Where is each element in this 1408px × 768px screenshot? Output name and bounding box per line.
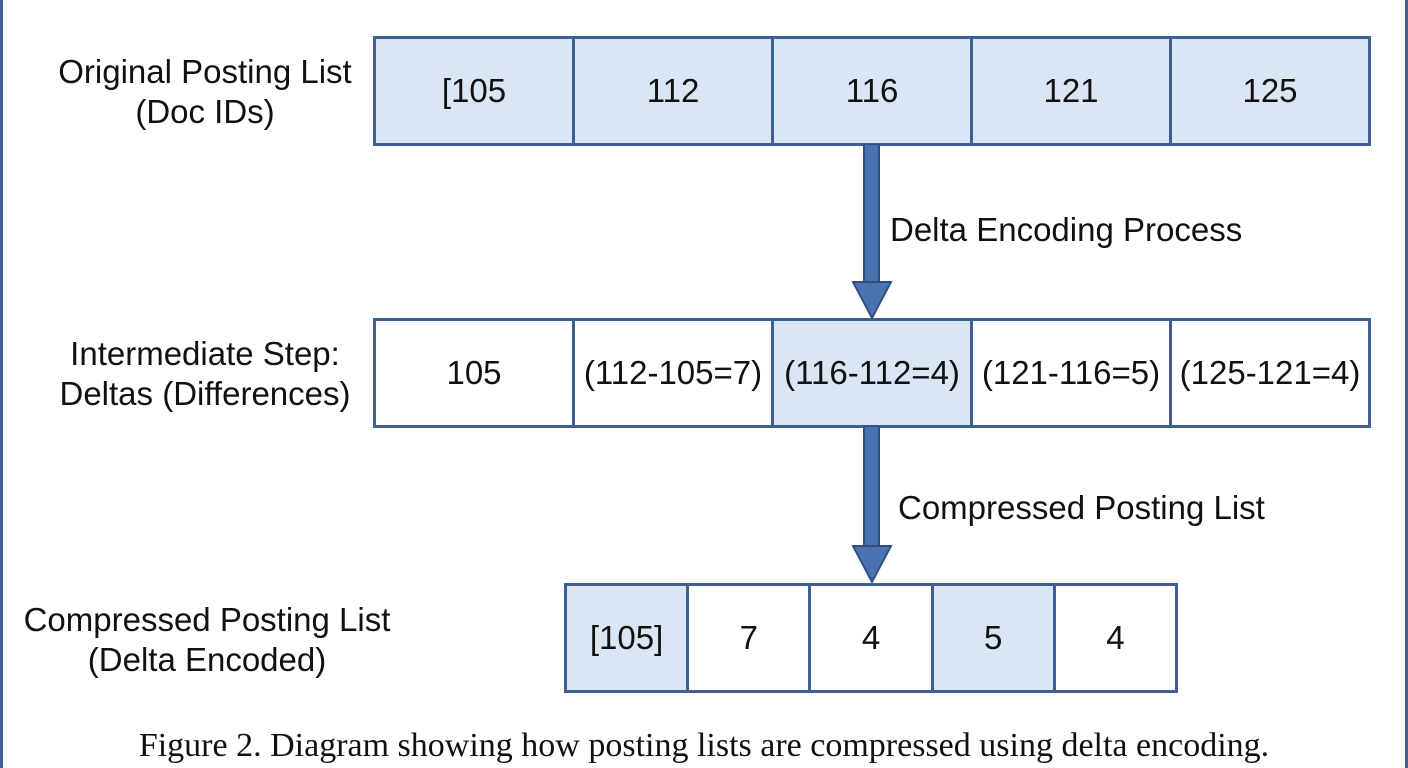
original-list-label-line1: Original Posting List <box>58 53 352 90</box>
original-cell: 116 <box>774 39 973 143</box>
delta-cell: (121-116=5) <box>973 321 1172 425</box>
compressed-posting-list-arrow-label: Compressed Posting List <box>898 489 1265 526</box>
compressed-cell: [105] <box>567 586 690 690</box>
compressed-posting-list: [105] 7 4 5 4 <box>564 583 1178 693</box>
compressed-cell: 4 <box>1106 619 1125 656</box>
original-posting-list: [105 112 116 121 125 <box>373 36 1371 146</box>
original-list-label-line2: (Doc IDs) <box>135 93 275 130</box>
original-list-label: Original Posting List (Doc IDs) <box>20 52 390 132</box>
compressed-label-line1: Compressed Posting List <box>23 601 391 638</box>
intermediate-step-label: Intermediate Step: Deltas (Differences) <box>40 334 370 414</box>
figure-caption: Figure 2. Diagram showing how posting li… <box>138 727 1270 764</box>
compressed-list-label: Compressed Posting List (Delta Encoded) <box>14 600 400 680</box>
down-arrow-2 <box>851 426 893 585</box>
delta-encoding-process-label: Delta Encoding Process <box>890 211 1243 248</box>
compressed-cell: 4 <box>811 586 934 690</box>
down-arrow-1 <box>851 144 893 321</box>
original-cell: 121 <box>973 39 1172 143</box>
original-cell: 125 <box>1172 39 1368 143</box>
delta-cell: (116-112=4) <box>774 321 973 425</box>
intermediate-label-line1: Intermediate Step: <box>70 335 340 372</box>
original-cell: 112 <box>575 39 774 143</box>
delta-cell: 105 <box>376 321 575 425</box>
original-cell: [105 <box>376 39 575 143</box>
deltas-list: 105 (112-105=7) (116-112=4) (121-116=5) … <box>373 318 1371 428</box>
intermediate-label-line2: Deltas (Differences) <box>59 375 351 412</box>
compressed-cell: 5 <box>933 586 1056 690</box>
delta-cell: (112-105=7) <box>575 321 774 425</box>
delta-cell: (125-121=4) <box>1179 354 1361 391</box>
compressed-cell: 7 <box>689 586 812 690</box>
compressed-label-line2: (Delta Encoded) <box>87 641 327 678</box>
